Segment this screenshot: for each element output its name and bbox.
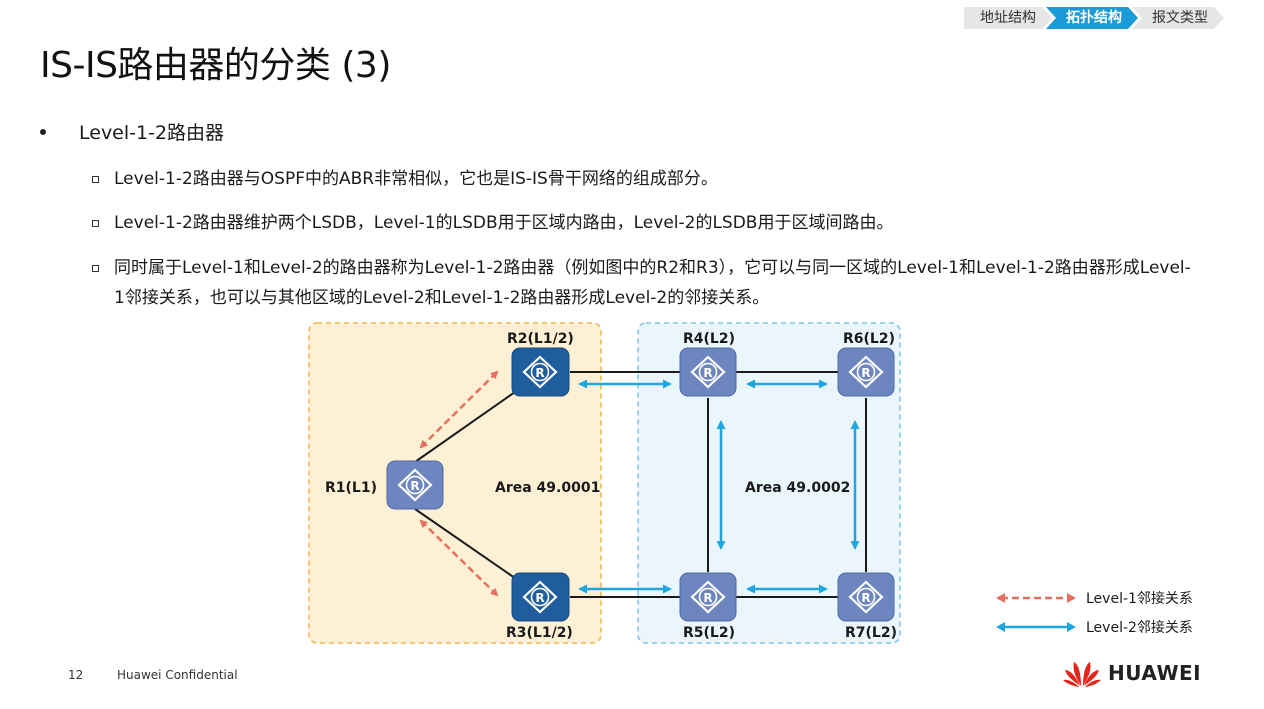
router-icon: R — [397, 468, 433, 502]
bullet-text: Level-1-2路由器 — [79, 122, 225, 144]
svg-text:R: R — [703, 591, 712, 605]
router-icon: R — [522, 355, 558, 389]
router-r7[interactable]: R — [837, 572, 895, 622]
page-number: 12 — [68, 668, 84, 682]
svg-text:R: R — [861, 366, 870, 380]
huawei-flower-icon — [1063, 662, 1101, 687]
adjacency-r1-r2-level1 — [419, 370, 499, 449]
square-bullet-icon — [92, 176, 99, 183]
router-label-r4: R4(L2) — [683, 331, 735, 347]
breadcrumb-packet-type[interactable]: 报文类型 — [1132, 7, 1224, 29]
area-label-1: Area 49.0001 — [495, 480, 600, 496]
dashed-arrow-icon — [996, 593, 1076, 603]
square-bullet-icon — [92, 265, 99, 272]
svg-text:R: R — [535, 591, 544, 605]
solid-arrow-icon — [996, 622, 1076, 632]
subbullet-text: 同时属于Level-1和Level-2的路由器称为Level-1-2路由器（例如… — [114, 258, 1191, 308]
adjacency-r1-r3-level1 — [419, 519, 499, 597]
square-bullet-icon — [92, 220, 99, 227]
page-title: IS-IS路由器的分类 (3) — [40, 45, 391, 86]
router-label-r1: R1(L1) — [325, 480, 377, 496]
breadcrumb: 地址结构 拓扑结构 报文类型 — [964, 7, 1224, 29]
router-label-r6: R6(L2) — [843, 331, 895, 347]
svg-text:R: R — [410, 479, 419, 493]
router-label-r2: R2(L1/2) — [507, 331, 574, 347]
breadcrumb-address-structure[interactable]: 地址结构 — [964, 7, 1052, 29]
subbullet-text: Level-1-2路由器与OSPF中的ABR非常相似，它也是IS-IS骨干网络的… — [114, 169, 718, 189]
area-2 — [637, 322, 901, 644]
router-label-r5: R5(L2) — [683, 625, 735, 641]
legend-level2-label: Level-2邻接关系 — [1086, 620, 1193, 636]
router-r5[interactable]: R — [679, 572, 737, 622]
logo-text: HUAWEI — [1108, 661, 1202, 685]
legend-level1: Level-1邻接关系 — [996, 588, 1193, 608]
router-icon: R — [690, 355, 726, 389]
area-1 — [308, 322, 602, 644]
bullet-dot-icon — [40, 128, 46, 135]
router-icon: R — [522, 580, 558, 614]
router-icon: R — [848, 355, 884, 389]
router-label-r3: R3(L1/2) — [506, 625, 573, 641]
router-r2[interactable]: R — [511, 347, 570, 397]
router-r6[interactable]: R — [837, 347, 895, 397]
huawei-logo: HUAWEI — [1062, 658, 1201, 688]
area-label-2: Area 49.0002 — [745, 480, 850, 496]
breadcrumb-topology-structure[interactable]: 拓扑结构 — [1046, 7, 1138, 29]
subbullet-3: 同时属于Level-1和Level-2的路由器称为Level-1-2路由器（例如… — [92, 253, 1194, 313]
legend-level2: Level-2邻接关系 — [996, 617, 1193, 637]
bullet-level-1-2: Level-1-2路由器 — [40, 118, 224, 145]
subbullet-text: Level-1-2路由器维护两个LSDB，Level-1的LSDB用于区域内路由… — [114, 213, 894, 233]
router-icon: R — [848, 580, 884, 614]
router-r4[interactable]: R — [679, 347, 737, 397]
confidential-label: Huawei Confidential — [117, 668, 238, 682]
router-label-r7: R7(L2) — [845, 625, 897, 641]
legend-level1-label: Level-1邻接关系 — [1086, 591, 1193, 607]
router-r1[interactable]: R — [386, 460, 444, 510]
subbullet-1: Level-1-2路由器与OSPF中的ABR非常相似，它也是IS-IS骨干网络的… — [92, 164, 1194, 194]
physical-links — [414, 371, 867, 598]
subbullet-2: Level-1-2路由器维护两个LSDB，Level-1的LSDB用于区域内路由… — [92, 208, 1194, 238]
svg-text:R: R — [861, 591, 870, 605]
router-icon: R — [690, 580, 726, 614]
router-r3[interactable]: R — [511, 572, 570, 622]
svg-text:R: R — [535, 366, 544, 380]
svg-text:R: R — [703, 366, 712, 380]
